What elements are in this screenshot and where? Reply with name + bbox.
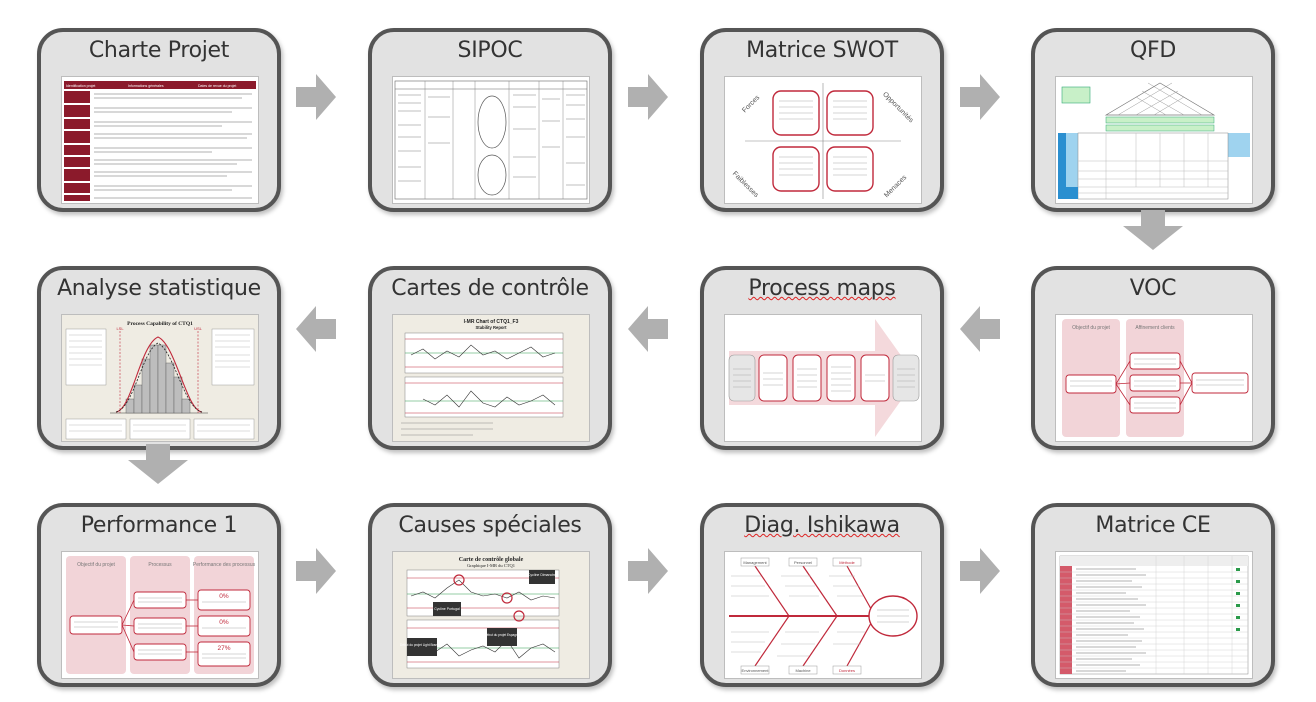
arrow-left-icon (960, 306, 1000, 352)
causes-box-2: Cycline Portugal (434, 607, 460, 611)
charter-header-1: Identification projet (66, 84, 95, 88)
step-title: Charte Projet (88, 38, 230, 63)
step-title: Analyse statistique (57, 276, 261, 301)
arrow-left-icon (628, 306, 668, 352)
arrow-right-icon (296, 74, 336, 120)
perf-col1: Objectif du projet (77, 562, 115, 568)
imr-title: I-MR Chart of CTQ1_F3 (464, 319, 519, 325)
ishikawa-cat-5: Machine (795, 668, 811, 673)
swot-faiblesses: Faiblesses (731, 170, 760, 199)
causes-box-4: Début du projet Espagne (484, 633, 519, 637)
step-analyse-statistique[interactable]: Analyse statistique Process Capability o… (37, 266, 281, 450)
causes-box-3: Début du projet Light Branches (400, 643, 444, 647)
step-voc[interactable]: VOC Objectif du projet Affinement client… (1031, 266, 1275, 450)
causes-thumbnail: Carte de contrôle globale Graphique I-MR… (392, 551, 590, 679)
swot-thumbnail: Forces Opportunités Faiblesses Menaces (724, 76, 922, 204)
perf-col2: Processus (148, 562, 172, 568)
capability-thumbnail: Process Capability of CTQ1 LSL USL (61, 314, 259, 442)
step-qfd[interactable]: QFD (1031, 28, 1275, 212)
ce-matrix-thumbnail (1055, 551, 1253, 679)
step-matrice-ce[interactable]: Matrice CE (1031, 503, 1275, 687)
voc-col2: Affinement clients (1135, 325, 1175, 331)
step-title: Performance 1 (80, 513, 238, 538)
perf-col3: Performance des processus (193, 562, 256, 568)
arrow-down-icon (1123, 210, 1183, 250)
step-diag-ishikawa[interactable]: Diag. Ishikawa Management Personnel Méth… (700, 503, 944, 687)
causes-title: Carte de contrôle globale (459, 557, 524, 563)
step-title: VOC (1129, 276, 1177, 301)
step-title: Matrice CE (1095, 513, 1211, 538)
step-title: Causes spéciales (398, 513, 582, 538)
arrow-right-icon (628, 74, 668, 120)
charter-thumbnail: Identification projet Informations génér… (61, 76, 259, 204)
ishikawa-cat-3: Méthode (839, 560, 855, 565)
step-title: Matrice SWOT (746, 38, 898, 63)
imr-thumbnail: I-MR Chart of CTQ1_F3 Stability Report (392, 314, 590, 442)
causes-box-1: Cycline Dimanche (528, 573, 556, 577)
arrow-right-icon (628, 548, 668, 594)
imr-subtitle: Stability Report (476, 325, 508, 330)
arrow-left-icon (296, 306, 336, 352)
process-map-thumbnail (724, 314, 922, 442)
perf-value-3: 27% (217, 645, 230, 652)
swot-opportunites: Opportunités (881, 91, 915, 125)
ishikawa-cat-2: Personnel (794, 560, 812, 565)
charter-header-3: Dates de revue du projet (198, 84, 236, 88)
step-process-maps[interactable]: Process maps (700, 266, 944, 450)
performance-thumbnail: Objectif du projet Processus Performance… (61, 551, 259, 679)
ishikawa-thumbnail: Management Personnel Méthode Environneme… (724, 551, 922, 679)
step-sipoc[interactable]: SIPOC (368, 28, 612, 212)
step-title: Diag. Ishikawa (744, 513, 900, 538)
perf-value-2: 0% (219, 619, 229, 626)
step-causes-speciales[interactable]: Causes spéciales Carte de contrôle globa… (368, 503, 612, 687)
ishikawa-cat-6: Données (839, 668, 855, 673)
arrow-right-icon (960, 548, 1000, 594)
capability-usl: USL (194, 326, 203, 331)
step-matrice-swot[interactable]: Matrice SWOT Forces Opportunités Faibles… (700, 28, 944, 212)
step-title: QFD (1129, 38, 1176, 63)
step-title: Process maps (748, 276, 896, 301)
arrow-down-icon (128, 444, 188, 484)
arrow-right-icon (296, 548, 336, 594)
step-cartes-de-controle[interactable]: Cartes de contrôle I-MR Chart of CTQ1_F3… (368, 266, 612, 450)
swot-forces: Forces (741, 94, 761, 114)
step-title: SIPOC (457, 38, 523, 63)
capability-title: Process Capability of CTQ1 (127, 321, 193, 327)
voc-col1: Objectif du projet (1072, 325, 1110, 331)
causes-subtitle: Graphique I-MR du CTQ1 (467, 563, 515, 568)
swot-menaces: Menaces (883, 174, 908, 199)
step-title: Cartes de contrôle (391, 276, 589, 301)
qfd-thumbnail (1055, 76, 1253, 204)
arrow-right-icon (960, 74, 1000, 120)
ishikawa-cat-4: Environnement (742, 668, 770, 673)
ishikawa-cat-1: Management (743, 560, 767, 565)
voc-thumbnail: Objectif du projet Affinement clients (1055, 314, 1253, 442)
sipoc-thumbnail (392, 76, 590, 204)
perf-value-1: 0% (219, 593, 229, 600)
step-charte-projet[interactable]: Charte Projet Identification projet Info… (37, 28, 281, 212)
step-performance-1[interactable]: Performance 1 Objectif du projet Process… (37, 503, 281, 687)
charter-header-2: Informations générales (128, 84, 164, 88)
capability-lsl: LSL (116, 326, 124, 331)
